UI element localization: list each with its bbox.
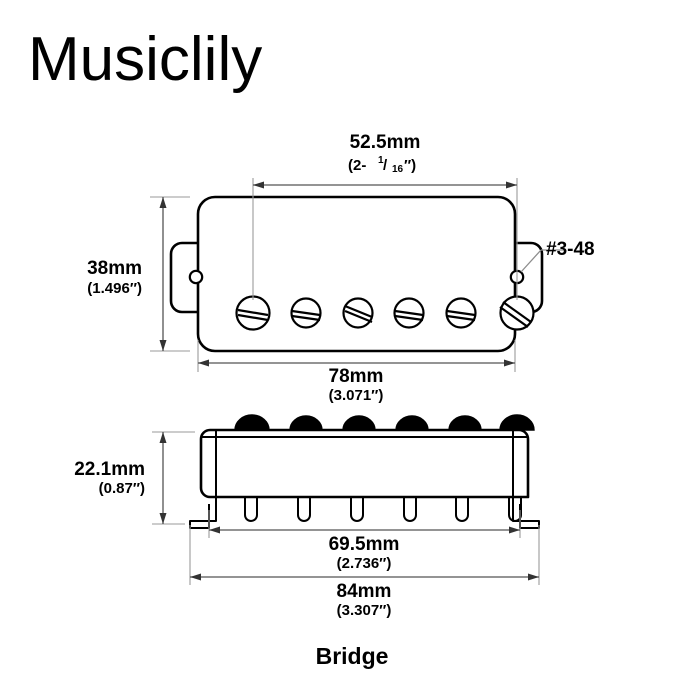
arrowhead-right [504,359,515,367]
screw-shaft-3 [350,497,364,522]
imperial-prefix: (2- [348,157,366,174]
arrowhead-top [159,197,167,208]
arrowhead-right [506,181,517,189]
pole-piece-1 [235,295,271,331]
dimension-label-height-imperial: (1.496″) [87,280,142,297]
dimension-height-side-view: 22.1mm (0.87″) [74,431,195,525]
arrowhead-bottom [159,513,167,524]
dimension-width-legs: 69.5mm (2.736″) [208,510,521,572]
arrowhead-left [198,359,209,367]
imperial-suffix: ″) [404,157,416,174]
dimension-height-top-view: 38mm (1.496″) [87,196,190,352]
dimension-label-width-body-metric: 78mm [329,366,384,387]
pole-piece-6 [499,295,535,331]
mounting-hole-left [188,269,204,285]
arrowhead-left [209,526,220,534]
screw-head-6 [499,414,535,431]
arrowhead-bottom [159,340,167,351]
mounting-leg-left [189,497,217,529]
callout-label-screw-spec: #3-48 [546,239,595,260]
brand-logo: Musiclily [28,25,262,94]
dimension-label-height-metric: 38mm [87,258,142,279]
pole-piece-3 [342,297,374,329]
arrowhead-right [528,573,539,581]
imperial-numerator: 1 [378,155,384,166]
screw-head-2 [289,415,323,431]
pole-piece-4 [393,297,425,329]
dimension-label-side-height-imperial: (0.87″) [99,480,145,497]
callout-mounting-screw: #3-48 [520,239,595,273]
screw-head-4 [395,415,429,431]
dimension-label-width-overall-imperial: (3.307″) [337,602,392,619]
screw-head-3 [342,415,376,431]
screw-head-5 [448,415,482,431]
pole-piece-2 [290,297,322,329]
svg-text:/: / [383,157,388,174]
dimension-label-width-legs-imperial: (2.736″) [337,555,392,572]
screw-shaft-5 [455,497,469,522]
dimension-width-overall: 84mm (3.307″) [189,525,540,619]
mounting-leg-right [512,497,540,529]
side-view [189,414,540,529]
pole-piece-5 [445,297,477,329]
arrowhead-left [190,573,201,581]
drawing-caption: Bridge [316,643,389,669]
arrowhead-top [159,432,167,443]
dimension-label-width-legs-metric: 69.5mm [329,534,400,555]
screw-head-1 [234,414,270,431]
dimension-label-width-overall-metric: 84mm [337,581,392,602]
arrowhead-right [509,526,520,534]
screw-shaft-1 [244,497,258,522]
dimension-label-side-height-metric: 22.1mm [74,459,145,480]
screw-shaft-2 [297,497,311,522]
dimension-pole-spacing: 52.5mm (2- 1 / 16 ″) [252,132,518,300]
top-view [169,195,544,353]
screw-shaft-4 [403,497,417,522]
arrowhead-left [253,181,264,189]
dimension-label-pole-spacing-metric: 52.5mm [350,132,421,153]
dimension-label-pole-spacing-imperial: (2- 1 / 16 ″) [348,155,416,175]
dimension-label-width-body-imperial: (3.071″) [329,387,384,404]
dimension-width-body: 78mm (3.071″) [197,340,516,404]
imperial-denominator: 16 [392,164,404,175]
pickup-body-side [199,428,530,499]
